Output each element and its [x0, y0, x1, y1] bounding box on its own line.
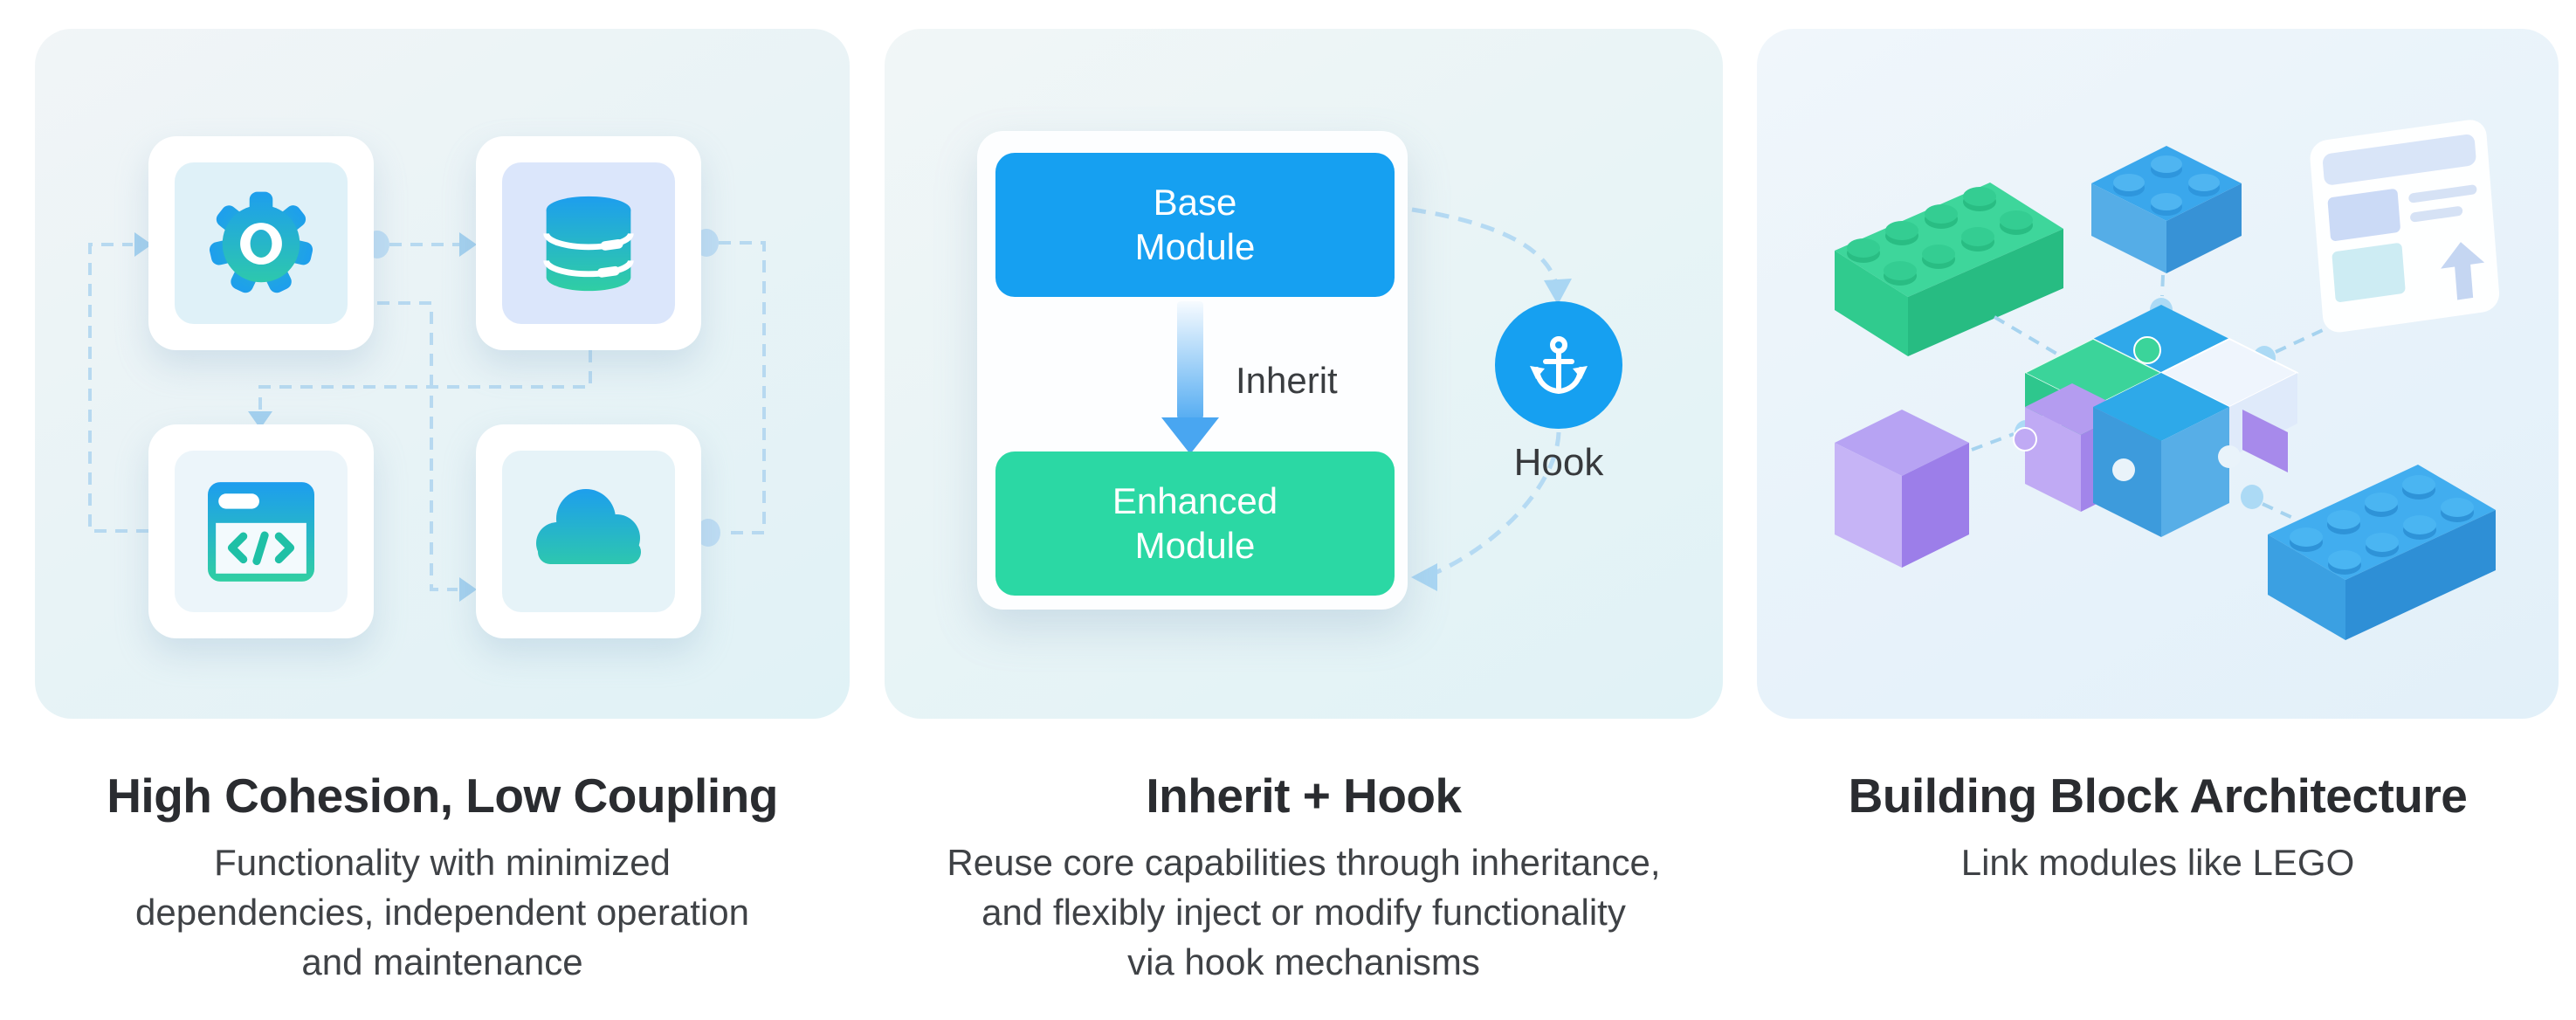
building-block-illustration-card — [1757, 29, 2559, 719]
inherit-diagram-panel: Base Module Inherit Enhanced Module — [977, 131, 1408, 610]
hook-label: Hook — [1513, 441, 1604, 484]
description-line: via hook mechanisms — [1127, 941, 1480, 982]
inherit-arrow-icon — [1177, 301, 1203, 419]
blue-large-lego-brick — [2268, 465, 2496, 640]
hook-flow-curves — [1411, 207, 1572, 591]
document-panel-icon — [2310, 120, 2500, 333]
inherit-hook-illustration-card: Base Module Inherit Enhanced Module Hook — [885, 29, 1723, 719]
module-connector-lines — [1971, 274, 2324, 521]
cloud-module-tile — [476, 424, 701, 638]
cloud-icon — [536, 488, 641, 564]
module-wiring-diagram — [88, 229, 766, 602]
gear-module-tile — [148, 136, 374, 350]
description-line: dependencies, independent operation — [135, 892, 749, 933]
inherit-arrowhead-icon — [1161, 417, 1219, 454]
flow-arrowheads — [134, 232, 477, 602]
feature-building-block: Building Block Architecture Link modules… — [1757, 29, 2559, 887]
card-title: Building Block Architecture — [1848, 768, 2468, 823]
description-line: and flexibly inject or modify functional… — [981, 892, 1626, 933]
database-icon — [543, 196, 634, 291]
description-line: Functionality with minimized — [214, 842, 671, 883]
description-line: Reuse core capabilities through inherita… — [947, 842, 1661, 883]
inherit-label: Inherit — [1236, 360, 1338, 401]
blue-small-lego-brick — [2091, 146, 2242, 273]
card-description: Reuse core capabilities through inherita… — [885, 837, 1723, 987]
cohesion-illustration-card — [35, 29, 850, 719]
feature-high-cohesion: High Cohesion, Low Coupling Functionalit… — [35, 29, 850, 987]
card-description: Link modules like LEGO — [1757, 837, 2559, 887]
card-title: Inherit + Hook — [1146, 768, 1462, 823]
green-lego-brick — [1835, 183, 2063, 356]
gear-icon — [209, 191, 313, 293]
database-module-tile — [476, 136, 701, 350]
puzzle-cluster — [2013, 305, 2298, 537]
hook-flow-arrowheads — [1411, 279, 1572, 591]
feature-inherit-hook: Base Module Inherit Enhanced Module Hook… — [885, 29, 1723, 987]
enhanced-module-box: Enhanced Module — [995, 451, 1395, 596]
anchor-icon — [1530, 336, 1588, 395]
card-title: High Cohesion, Low Coupling — [107, 768, 778, 823]
lego-architecture-scene — [1835, 120, 2500, 640]
description-line: Link modules like LEGO — [1960, 842, 2355, 883]
card-description: Functionality with minimized dependencie… — [35, 837, 850, 987]
code-module-tile — [148, 424, 374, 638]
base-module-box: Base Module — [995, 153, 1395, 297]
purple-cube — [1835, 410, 1969, 568]
code-window-icon — [208, 481, 314, 582]
description-line: and maintenance — [301, 941, 583, 982]
hook-badge — [1495, 301, 1622, 429]
